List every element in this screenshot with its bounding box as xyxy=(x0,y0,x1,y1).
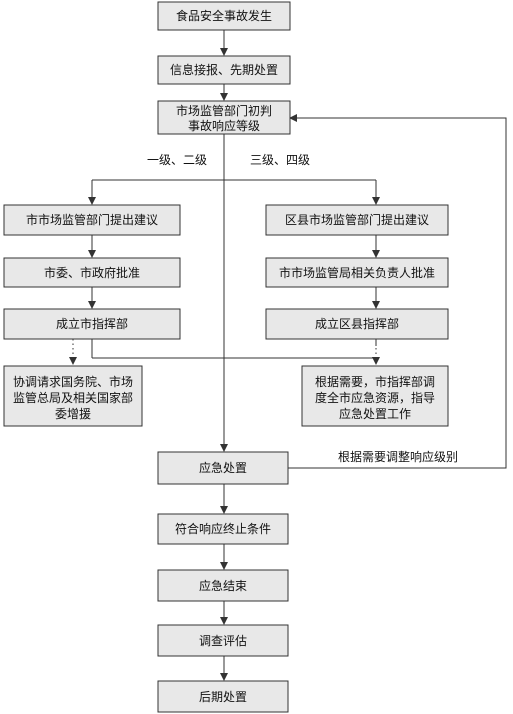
node-coordinate-support: 协调请求国务院、市场 监管总局及相关国家部 委增援 xyxy=(3,365,143,427)
label-adjust-level: 根据需要调整响应级别 xyxy=(338,449,458,464)
node-district-hq: 成立区县指挥部 xyxy=(265,308,449,340)
svg-text:后期处置: 后期处置 xyxy=(199,690,247,704)
svg-text:监管总局及相关国家部: 监管总局及相关国家部 xyxy=(13,390,133,405)
svg-text:市场监管部门初判: 市场监管部门初判 xyxy=(176,103,272,118)
node-city-approve: 市委、市政府批准 xyxy=(3,257,181,288)
node-district-propose: 区县市场监管部门提出建议 xyxy=(265,204,449,236)
node-city-propose: 市市场监管部门提出建议 xyxy=(3,204,181,236)
svg-text:应急处置工作: 应急处置工作 xyxy=(339,406,411,421)
node-start: 食品安全事故发生 xyxy=(157,1,291,31)
svg-text:市市场监管部门提出建议: 市市场监管部门提出建议 xyxy=(26,212,158,227)
svg-text:成立区县指挥部: 成立区县指挥部 xyxy=(315,316,399,331)
svg-text:符合响应终止条件: 符合响应终止条件 xyxy=(175,521,271,536)
svg-text:区县市场监管部门提出建议: 区县市场监管部门提出建议 xyxy=(285,212,429,227)
node-aftermath: 后期处置 xyxy=(157,680,289,713)
svg-text:信息接报、先期处置: 信息接报、先期处置 xyxy=(170,62,278,77)
svg-text:市市场监管局相关负责人批准: 市市场监管局相关负责人批准 xyxy=(279,265,435,280)
svg-text:协调请求国务院、市场: 协调请求国务院、市场 xyxy=(13,374,133,389)
svg-text:根据需要，市指挥部调: 根据需要，市指挥部调 xyxy=(315,374,435,389)
node-report: 信息接报、先期处置 xyxy=(157,55,291,85)
node-initial-judgment: 市场监管部门初判 事故响应等级 xyxy=(157,100,291,135)
svg-text:委增援: 委增援 xyxy=(55,407,91,421)
svg-text:应急结束: 应急结束 xyxy=(199,578,247,593)
node-investigation: 调查评估 xyxy=(157,624,289,657)
svg-text:应急处置: 应急处置 xyxy=(199,460,247,475)
node-dispatch-resources: 根据需要，市指挥部调 度全市应急资源，指导 应急处置工作 xyxy=(301,365,449,427)
svg-text:调查评估: 调查评估 xyxy=(199,634,247,648)
svg-text:市委、市政府批准: 市委、市政府批准 xyxy=(44,265,140,280)
svg-text:度全市应急资源，指导: 度全市应急资源，指导 xyxy=(315,390,435,405)
svg-text:食品安全事故发生: 食品安全事故发生 xyxy=(176,8,272,23)
label-levels-high: 一级、二级 xyxy=(147,153,207,167)
node-emergency-end: 应急结束 xyxy=(157,569,289,602)
svg-text:事故响应等级: 事故响应等级 xyxy=(188,118,260,133)
svg-text:成立市指挥部: 成立市指挥部 xyxy=(56,316,128,331)
node-termination-conditions: 符合响应终止条件 xyxy=(157,513,289,545)
node-emergency-response: 应急处置 xyxy=(157,451,289,485)
node-city-hq: 成立市指挥部 xyxy=(3,308,181,340)
label-levels-low: 三级、四级 xyxy=(250,153,310,167)
node-district-approve: 市市场监管局相关负责人批准 xyxy=(265,257,449,288)
edges xyxy=(69,30,507,681)
